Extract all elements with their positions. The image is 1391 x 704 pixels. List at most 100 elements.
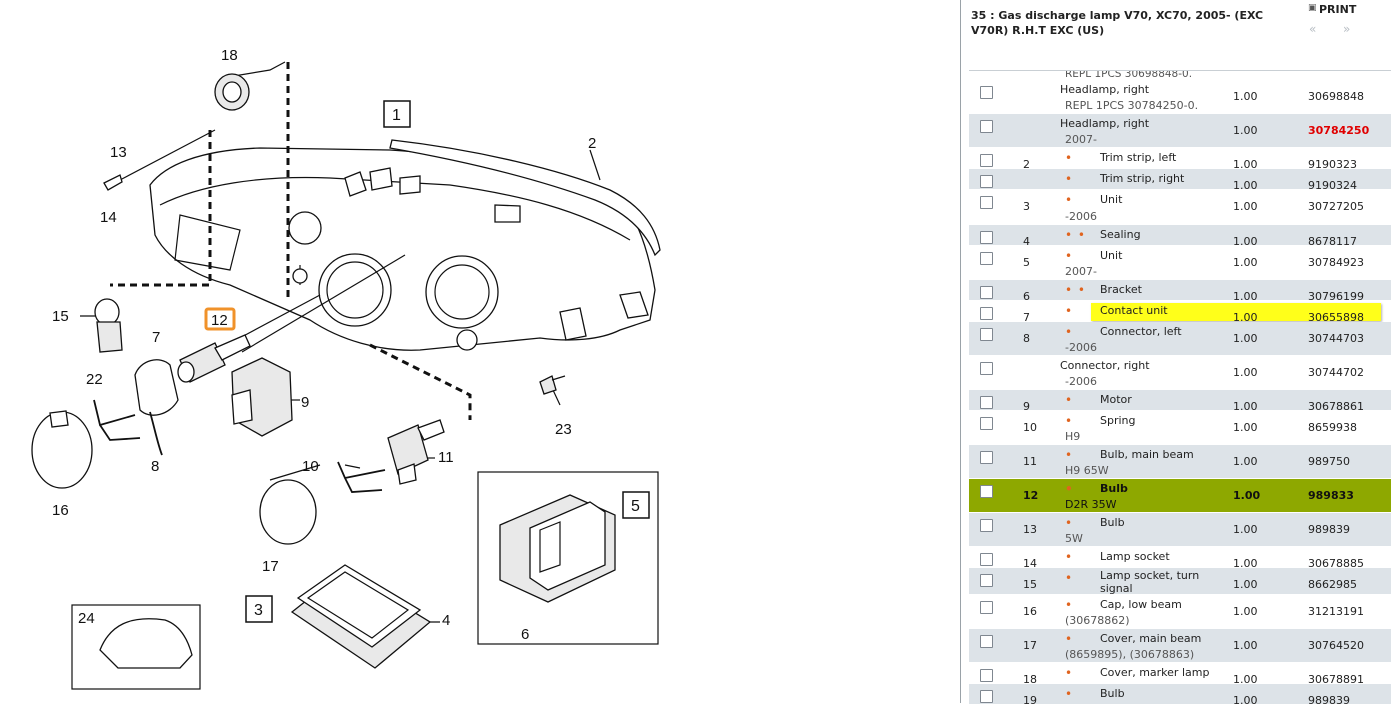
row-quantity: 1.00 — [1233, 90, 1258, 103]
row-checkbox[interactable] — [980, 307, 993, 320]
printer-icon[interactable]: ▣ — [1308, 3, 1317, 13]
row-quantity: 1.00 — [1233, 158, 1258, 171]
row-quantity: 1.00 — [1233, 235, 1258, 248]
boxed-callout-3[interactable]: 3 — [254, 602, 263, 619]
callout-23[interactable]: 23 — [555, 421, 572, 438]
row-checkbox[interactable] — [980, 601, 993, 614]
control-unit-3[interactable] — [290, 564, 432, 669]
row-checkbox[interactable] — [980, 154, 993, 167]
row-checkbox[interactable] — [980, 328, 993, 341]
callout-2[interactable]: 2 — [588, 135, 596, 152]
unit-6[interactable] — [499, 494, 616, 603]
cover-main-beam[interactable] — [259, 479, 317, 545]
callout-7[interactable]: 7 — [152, 329, 160, 346]
callout-15[interactable]: 15 — [52, 308, 69, 325]
callout-16[interactable]: 16 — [52, 502, 69, 519]
callout-11[interactable]: 11 — [438, 449, 454, 466]
row-checkbox[interactable] — [980, 120, 993, 133]
row-checkbox[interactable] — [980, 690, 993, 703]
row-quantity: 1.00 — [1233, 179, 1258, 192]
row-level-dots: • • — [1065, 228, 1086, 242]
callout-8[interactable]: 8 — [151, 458, 159, 475]
row-checkbox[interactable] — [980, 86, 993, 99]
motor[interactable] — [231, 357, 293, 437]
callout-14[interactable]: 14 — [100, 209, 117, 226]
callout-9[interactable]: 9 — [301, 394, 309, 411]
bulb-d2r[interactable] — [177, 334, 251, 383]
callout-6[interactable]: 6 — [521, 626, 529, 643]
callout-22[interactable]: 22 — [86, 371, 103, 388]
item-24[interactable] — [99, 618, 193, 669]
contact-unit[interactable] — [134, 359, 179, 416]
lamp-socket-turn-signal[interactable] — [94, 298, 123, 353]
callout-4[interactable]: 4 — [442, 612, 450, 629]
row-checkbox[interactable] — [980, 252, 993, 265]
print-button[interactable]: PRINT — [1319, 3, 1357, 16]
parts-diagram[interactable]: 18 13 14 15 12 7 22 8 16 9 10 11 17 4 24… — [0, 0, 960, 703]
row-part-number: 30784923 — [1308, 256, 1364, 269]
callout-18[interactable]: 18 — [221, 47, 238, 64]
row-quantity: 1.00 — [1233, 694, 1258, 704]
row-quantity: 1.00 — [1233, 455, 1258, 468]
next-page-icon[interactable]: » — [1343, 22, 1351, 36]
row-checkbox[interactable] — [980, 417, 993, 430]
boxed-callout-5[interactable]: 5 — [631, 498, 640, 515]
row-position: 15 — [1023, 578, 1037, 591]
bulb-main-beam[interactable] — [387, 419, 445, 485]
boxed-callout-1[interactable]: 1 — [392, 107, 401, 124]
row-checkbox[interactable] — [980, 519, 993, 532]
cap-low-beam[interactable] — [31, 410, 93, 489]
trim-strip[interactable] — [389, 139, 661, 257]
headlamp-housing[interactable] — [149, 147, 656, 351]
row-checkbox[interactable] — [980, 574, 993, 587]
callout-17[interactable]: 17 — [262, 558, 279, 575]
row-checkbox[interactable] — [980, 175, 993, 188]
cover-marker-lamp[interactable] — [214, 73, 250, 111]
row-quantity: 1.00 — [1233, 421, 1258, 434]
row-position: 14 — [1023, 557, 1037, 570]
row-checkbox[interactable] — [980, 485, 993, 498]
bulb-5w[interactable] — [103, 174, 123, 191]
callout-13[interactable]: 13 — [110, 144, 127, 161]
row-part-number: 30744703 — [1308, 332, 1364, 345]
prev-page-icon[interactable]: « — [1309, 22, 1317, 36]
row-checkbox[interactable] — [980, 196, 993, 209]
row-checkbox[interactable] — [980, 362, 993, 375]
row-checkbox[interactable] — [980, 286, 993, 299]
row-checkbox[interactable] — [980, 553, 993, 566]
row-checkbox[interactable] — [980, 635, 993, 648]
row-checkbox[interactable] — [980, 669, 993, 682]
callout-12[interactable]: 12 — [211, 312, 228, 329]
row-checkbox[interactable] — [980, 396, 993, 409]
row-description: Bulb, main beam — [1100, 448, 1194, 461]
callout-10[interactable]: 10 — [302, 458, 319, 475]
callout-24[interactable]: 24 — [78, 610, 95, 627]
row-checkbox[interactable] — [980, 451, 993, 464]
row-checkbox[interactable] — [980, 231, 993, 244]
row-description: Headlamp, right — [1060, 117, 1150, 130]
bolt-23[interactable] — [539, 375, 566, 395]
